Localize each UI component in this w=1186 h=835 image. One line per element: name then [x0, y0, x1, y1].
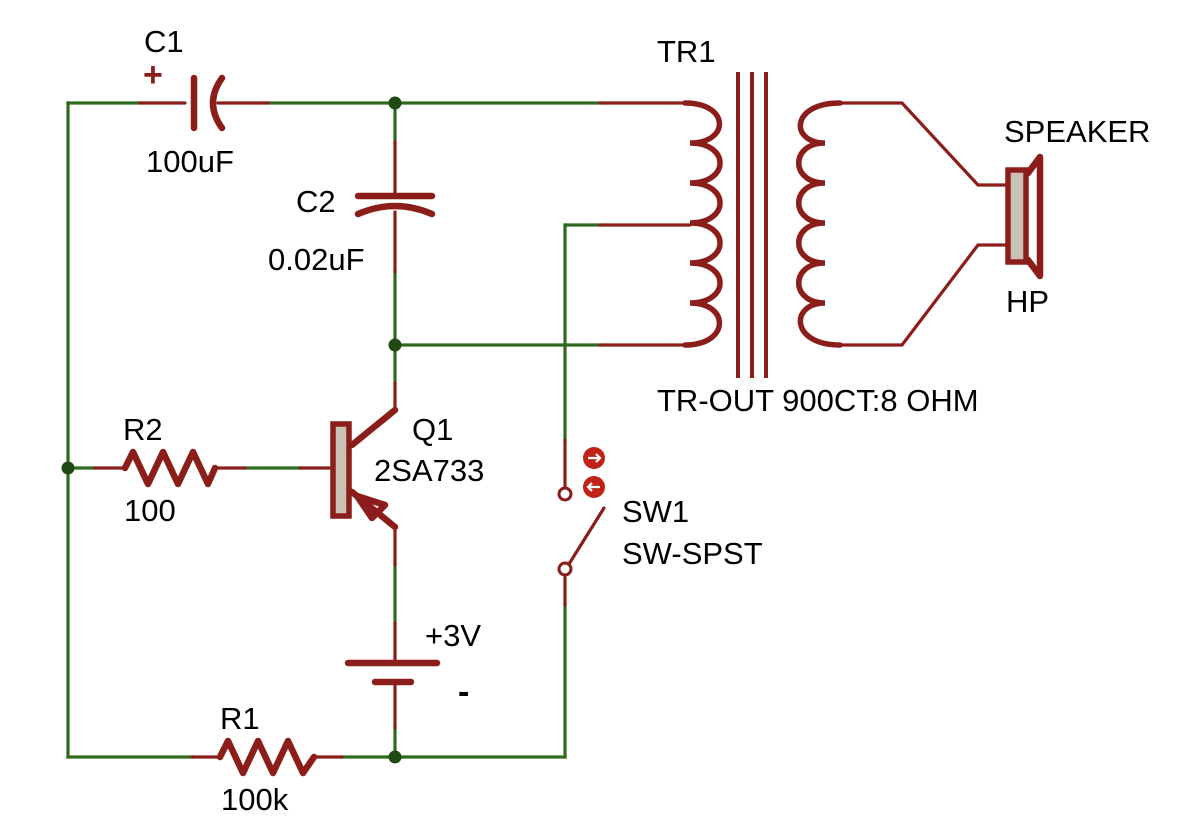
tr1-value-label: TR-OUT 900CT:8 OHM [657, 383, 979, 418]
junction-dot [388, 338, 402, 352]
q1-ref-label: Q1 [412, 412, 453, 447]
q1-value-label: 2SA733 [374, 453, 484, 488]
capacitor-c1: + C1 100uF [138, 24, 270, 179]
sw1-ref-label: SW1 [622, 494, 689, 529]
battery: +3V - [344, 618, 481, 730]
junction-dot [61, 461, 75, 475]
switch-sw1: SW1 SW-SPST [557, 438, 763, 607]
c1-value-label: 100uF [146, 144, 234, 179]
r2-value-label: 100 [124, 493, 176, 528]
speaker: SPEAKER HP [1004, 114, 1150, 319]
capacitor-c2: C2 0.02uF [268, 140, 436, 277]
r2-ref-label: R2 [123, 412, 163, 447]
junction-dot [388, 96, 402, 110]
r1-ref-label: R1 [220, 701, 260, 736]
transistor-q1: Q1 2SA733 [298, 381, 484, 567]
primary-winding [682, 100, 723, 348]
r1-value-label: 100k [221, 782, 289, 817]
battery-negative-label: - [458, 673, 469, 711]
wires [66, 101, 602, 759]
transformer-tr1: TR1 TR-OUT 900CT:8 OHM [598, 34, 1007, 418]
arrow-circle-icon [583, 447, 605, 498]
junctions [61, 96, 402, 764]
c2-ref-label: C2 [296, 184, 336, 219]
speaker-ref-label: SPEAKER [1004, 114, 1150, 149]
resistor-r1: R1 100k [190, 701, 344, 817]
secondary-winding [796, 100, 843, 348]
c2-value-label: 0.02uF [268, 242, 365, 277]
junction-dot [388, 750, 402, 764]
speaker-value-label: HP [1006, 284, 1049, 319]
sw1-value-label: SW-SPST [622, 536, 763, 571]
tr1-ref-label: TR1 [657, 34, 716, 69]
resistor-r2: R2 100 [93, 412, 247, 528]
c1-ref-label: C1 [144, 24, 184, 59]
c1-polarity: + [143, 56, 163, 94]
battery-value-label: +3V [425, 618, 481, 653]
